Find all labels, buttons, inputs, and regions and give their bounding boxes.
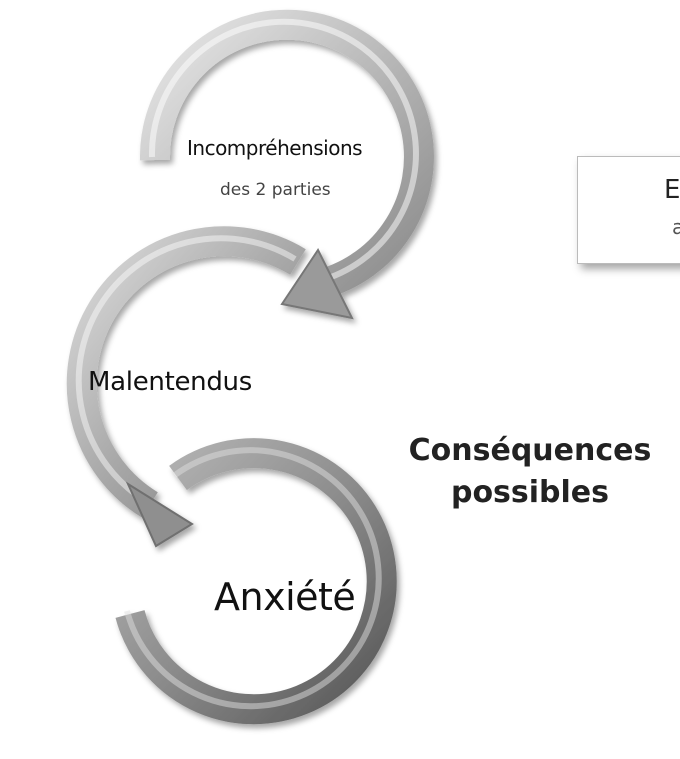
node-incomprehensions-title: Incompréhensions — [187, 136, 363, 160]
box-line-2: a — [672, 215, 680, 239]
node-malentendus-title: Malentendus — [88, 367, 252, 397]
node-incomprehensions-subtitle: des 2 parties — [220, 180, 331, 200]
ring-incomprehensions — [139, 9, 434, 320]
side-title: Conséquences possibles — [408, 433, 652, 510]
box-line-1: E — [664, 175, 680, 205]
partial-callout-box: E a — [577, 156, 680, 264]
ring-malentendus — [66, 226, 306, 548]
ring-anxiete — [115, 438, 397, 725]
node-anxiete-title: Anxiété — [214, 575, 356, 619]
